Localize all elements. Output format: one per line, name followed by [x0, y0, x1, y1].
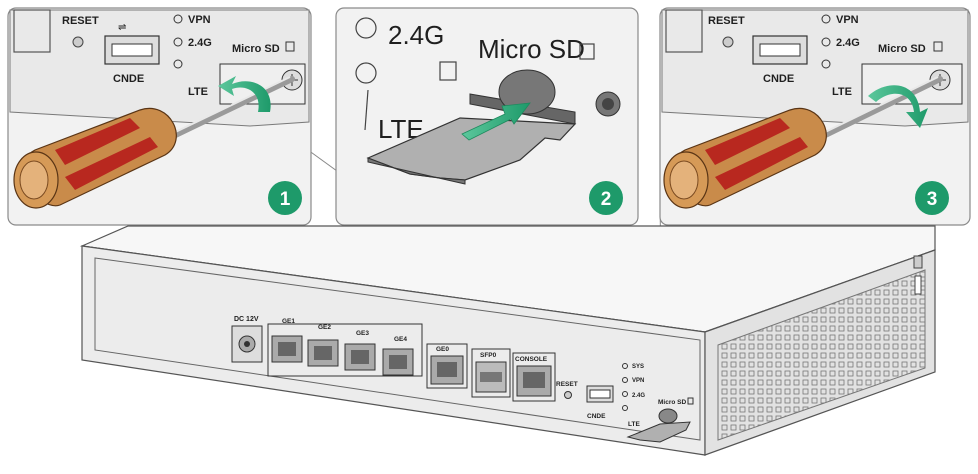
- microsd-label-3: Micro SD: [878, 43, 926, 55]
- led-sys-label: SYS: [632, 364, 644, 370]
- ge1-label: GE1: [282, 318, 295, 325]
- lte-label-3: LTE: [832, 86, 852, 98]
- reset-label: RESET: [62, 15, 99, 27]
- ge3-label: GE3: [356, 330, 369, 337]
- step-badge-1: [268, 181, 302, 215]
- step-number-3: 3: [927, 189, 938, 210]
- micro-sd-card-icon: [626, 421, 691, 443]
- ethernet-port: [307, 339, 339, 367]
- microsd-label-large: Micro SD: [478, 34, 585, 64]
- ethernet-port: [271, 335, 303, 363]
- sfp-label: SFP0: [480, 352, 497, 359]
- ethernet-port: [344, 343, 376, 371]
- cnde-label: CNDE: [113, 73, 144, 85]
- g24-label-3: 2.4G: [836, 37, 860, 49]
- router-device: DC 12V GE1 GE2 GE3 GE4 GE0: [79, 225, 936, 456]
- insert-arrow-icon: [461, 102, 531, 141]
- led-vpn-label: VPN: [632, 378, 644, 384]
- screwdriver-icon: [663, 107, 827, 209]
- ge4-label: GE4: [394, 336, 407, 343]
- rotate-arrow-icon: [868, 85, 928, 128]
- rotate-arrow-icon: [218, 76, 271, 112]
- g24-label-large: 2.4G: [388, 20, 444, 50]
- step-number-2: 2: [601, 189, 612, 210]
- lte-label-device: LTE: [628, 421, 640, 428]
- g24-label: 2.4G: [188, 37, 212, 49]
- step-2-panel: 2.4G LTE Micro SD 2: [335, 7, 639, 226]
- step-3-panel: RESET CNDE VPN 2.4G LTE Micro SD 3: [659, 7, 971, 226]
- reset-label-device: RESET: [556, 381, 578, 388]
- console-label: CONSOLE: [515, 356, 548, 363]
- dc-label: DC 12V: [234, 316, 259, 323]
- lte-label: LTE: [188, 86, 208, 98]
- step-number-1: 1: [280, 189, 291, 210]
- vpn-label: VPN: [188, 14, 211, 26]
- led-24g-label: 2.4G: [632, 393, 645, 399]
- screwdriver-icon: [13, 107, 177, 209]
- cnde-label-3: CNDE: [763, 73, 794, 85]
- step-1-panel: RESET ⇌ CNDE VPN 2.4G LTE Micro SD 1: [7, 7, 312, 226]
- vpn-label-3: VPN: [836, 14, 859, 26]
- microsd-label-device: Micro SD: [658, 399, 686, 406]
- cnde-label-device: CNDE: [587, 413, 606, 420]
- reset-label-3: RESET: [708, 15, 745, 27]
- microsd-label: Micro SD: [232, 43, 280, 55]
- step-badge-3: [915, 181, 949, 215]
- svg-text:⇌: ⇌: [118, 22, 126, 33]
- ge2-label: GE2: [318, 324, 331, 331]
- ethernet-port: [382, 348, 414, 376]
- ge0-label: GE0: [436, 346, 449, 353]
- step-badge-2: [589, 181, 623, 215]
